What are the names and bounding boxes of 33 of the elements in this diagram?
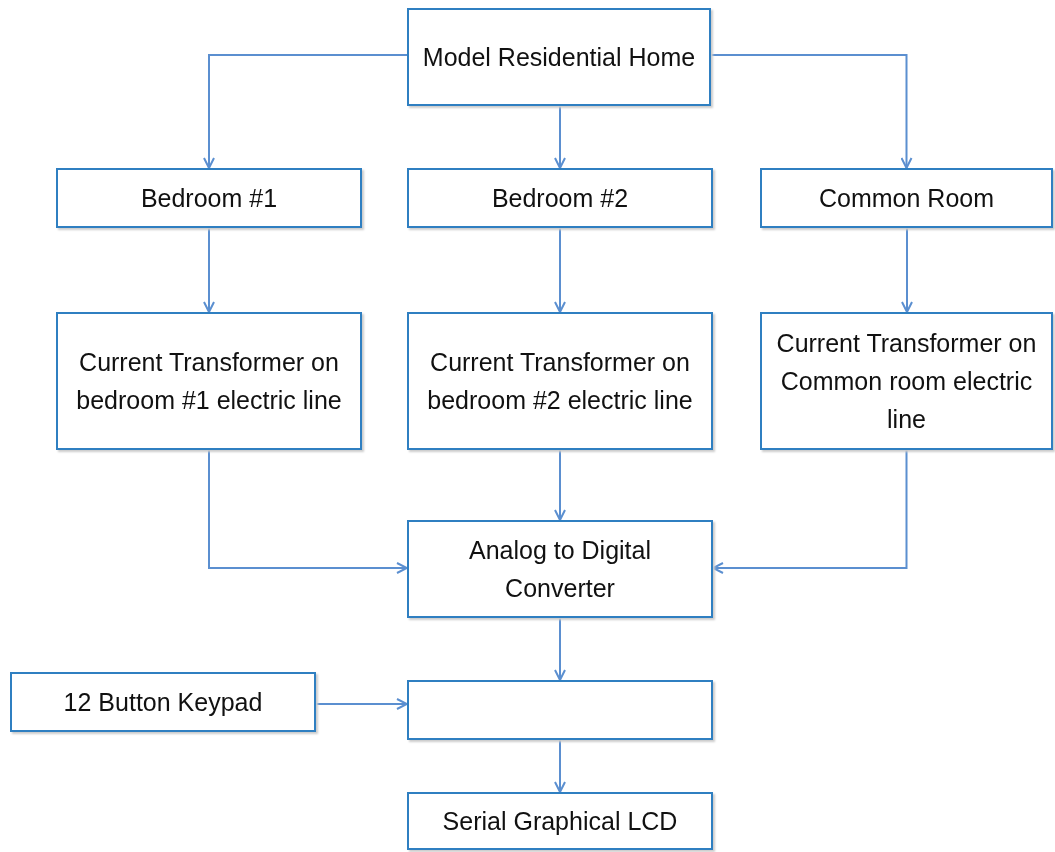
box-text: Current Transformer on bedroom #2 electric line — [426, 347, 694, 416]
arrow — [554, 227, 566, 313]
box-text: Common Room — [818, 183, 995, 214]
box-text: Current Transformer on Common room electric line — [775, 328, 1038, 435]
arrow — [203, 227, 215, 313]
arrow — [554, 617, 566, 681]
arrow — [315, 698, 408, 710]
arrow — [901, 227, 913, 313]
box-text: Serial Graphical LCD — [442, 806, 678, 837]
arrow — [203, 54, 408, 169]
process-box — [10, 672, 316, 732]
arrow — [554, 739, 566, 793]
process-box — [407, 168, 713, 228]
box-text: 12 Button Keypad — [63, 687, 263, 718]
box-text: Bedroom #1 — [140, 183, 278, 214]
arrow — [712, 449, 908, 574]
process-box — [407, 792, 713, 850]
process-box — [407, 8, 711, 106]
box-text: Current Transformer on bedroom #1 electric line — [75, 347, 343, 416]
process-box — [407, 520, 713, 618]
box-text: Bedroom #2 — [491, 183, 629, 214]
process-box — [760, 312, 1053, 450]
process-box — [56, 312, 362, 450]
arrow — [554, 449, 566, 521]
process-box — [407, 312, 713, 450]
box-text: Analog to Digital Converter — [467, 535, 653, 604]
process-box — [760, 168, 1053, 228]
box-text: Model Residential Home — [422, 42, 696, 73]
arrow — [554, 105, 566, 169]
arrow — [710, 54, 913, 169]
process-box — [56, 168, 362, 228]
empty-box — [407, 680, 713, 740]
arrow — [208, 449, 408, 574]
